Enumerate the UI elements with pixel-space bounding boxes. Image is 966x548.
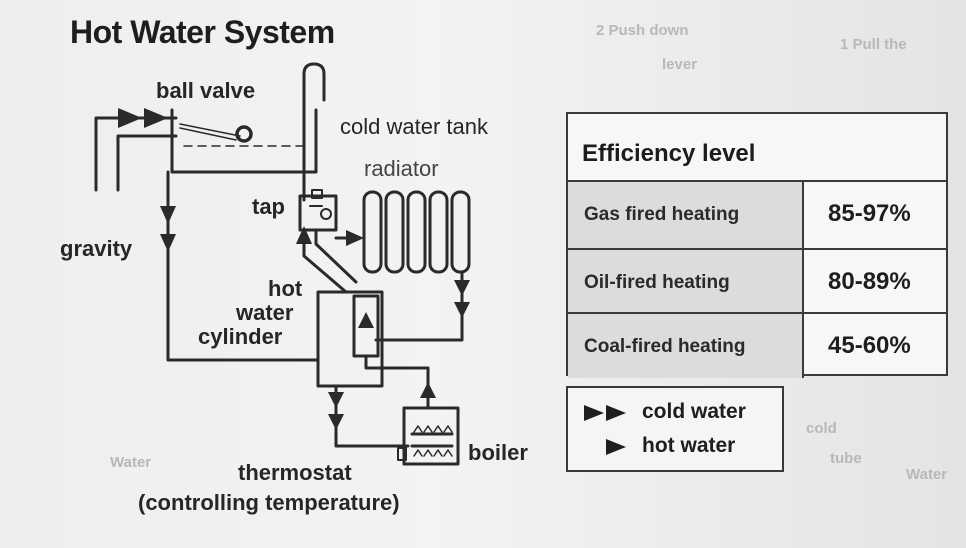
double-arrow-icon [584,405,626,421]
gravity-arrow-2 [160,234,176,252]
efficiency-value: 85-97% [828,200,911,227]
legend-label: cold water [642,400,746,423]
ghost-text-lever: lever [662,56,698,73]
efficiency-table: Efficiency level Gas fired heating 85-97… [566,112,948,378]
single-arrow-icon [606,439,626,455]
ghost-text-push: 2 Push down [596,22,689,39]
heating-type: Coal-fired heating [584,336,746,357]
label-hot-water-cylinder-1: hot [268,276,303,301]
vent-pipe [302,62,326,202]
cylinder-coil-arrow [358,312,374,328]
radiator [362,190,471,274]
page-title: Hot Water System [70,14,335,50]
cold-inlet-arrow-2 [144,108,168,128]
ghost-text-pull: 1 Pull the [840,36,907,53]
label-tap: tap [252,194,285,219]
boiler-return-arrow-2 [328,414,344,430]
label-boiler: boiler [468,440,528,465]
efficiency-value: 45-60% [828,332,911,359]
radiator-return-arrow-2 [454,302,470,318]
label-hot-water-cylinder-3: cylinder [198,324,283,349]
ball-valve-float [235,125,253,143]
label-controlling-temperature: (controlling temperature) [138,490,400,515]
label-gravity: gravity [60,236,133,261]
label-hot-water-cylinder-2: water [236,300,294,325]
label-radiator: radiator [364,156,439,181]
ghost-text-side-d: Water [906,466,948,483]
ghost-text-side-a: cold [806,420,837,437]
mains-inlet-pipe [94,116,178,192]
gravity-arrow-1 [160,206,176,224]
label-thermostat: thermostat [238,460,352,485]
hot-water-system-diagram [94,62,471,466]
radiator-return-arrow-1 [454,280,470,296]
ghost-text-side-b: Water [110,454,152,471]
boiler-flow-arrow [420,382,436,398]
table-row: Gas fired heating 85-97% [568,182,946,248]
boiler [397,406,460,466]
boiler-return-arrow-1 [328,392,344,408]
legend-label: hot water [642,434,736,457]
heating-type: Oil-fired heating [584,272,730,293]
heating-type: Gas fired heating [584,204,740,225]
cold-inlet-arrow-1 [118,108,142,128]
boiler-return-pipe [334,384,410,448]
tap [298,189,338,232]
boiler-flow-pipe [364,354,430,410]
flow-arrows [118,108,470,430]
radiator-feed-arrow [346,230,364,246]
table-row: Coal-fired heating 45-60% [568,312,946,378]
flow-legend: cold water hot water [566,386,784,472]
tap-feed-arrow [296,226,312,244]
legend-item-cold-water: cold water [568,398,782,428]
efficiency-table-title: Efficiency level [582,140,756,167]
efficiency-table-header: Efficiency level [568,114,946,182]
cold-water-tank [170,108,318,174]
ghost-text-side-c: tube [830,450,862,467]
label-ball-valve: ball valve [156,78,256,103]
efficiency-value: 80-89% [828,268,911,295]
hot-water-cylinder [316,290,384,388]
legend-item-hot-water: hot water [568,432,782,462]
label-cold-water-tank: cold water tank [340,114,488,139]
radiator-return-pipe [374,270,464,342]
table-row: Oil-fired heating 80-89% [568,248,946,314]
